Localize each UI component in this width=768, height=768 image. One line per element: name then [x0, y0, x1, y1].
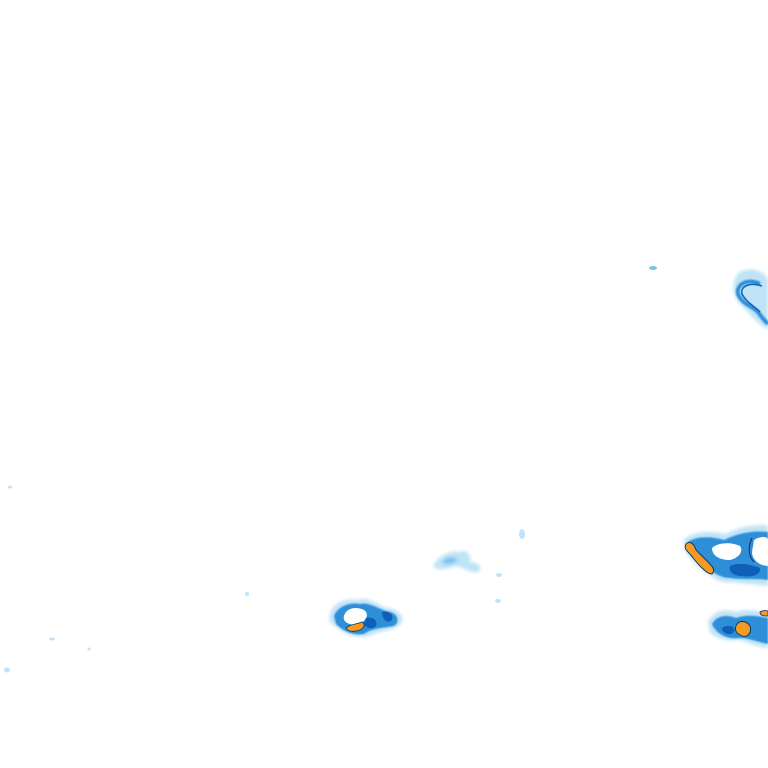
precip-speck	[4, 667, 10, 673]
precip-specks	[4, 266, 657, 673]
precip-cell-light-center	[433, 550, 481, 573]
precip-cell-southwest	[329, 598, 403, 637]
precip-cell-northeast	[733, 269, 768, 330]
precip-speck	[649, 266, 657, 270]
precip-speck	[245, 592, 249, 596]
precip-cell-southeast	[708, 610, 768, 648]
precip-speck	[496, 573, 502, 577]
precip-speck	[495, 599, 501, 603]
precip-speck	[519, 529, 525, 539]
precip-speck	[49, 637, 55, 641]
precip-cell-east	[683, 525, 768, 586]
precip-speck	[8, 485, 12, 489]
precip-speck	[87, 647, 91, 651]
